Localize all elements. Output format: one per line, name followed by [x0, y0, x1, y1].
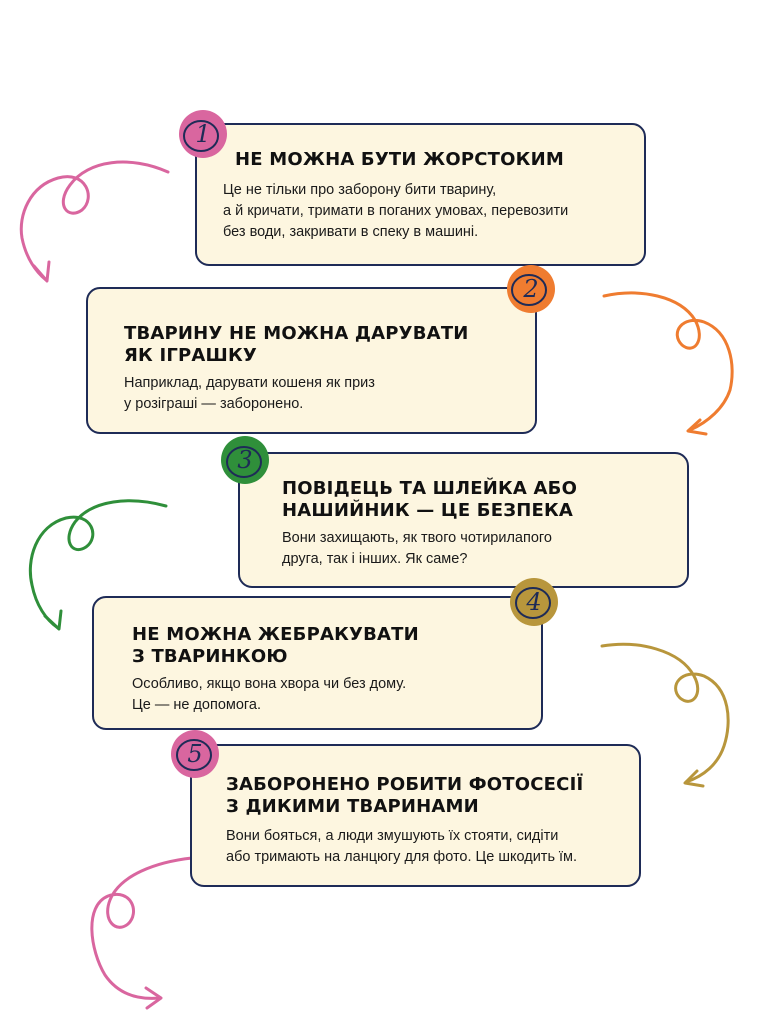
number-badge-3: 3 [221, 436, 269, 484]
rule-title-5: ЗАБОРОНЕНО РОБИТИ ФОТОСЕСІЇ З ДИКИМИ ТВА… [226, 774, 584, 817]
hand-drawn-circle-icon [515, 587, 551, 619]
rule-title-1: НЕ МОЖНА БУТИ ЖОРСТОКИМ [235, 149, 564, 170]
curly-arrow-orange [602, 291, 734, 432]
rule-card-3: ПОВІДЕЦЬ ТА ШЛЕЙКА АБО НАШИЙНИК — ЦЕ БЕЗ… [238, 452, 689, 588]
curly-arrow-pink-top [19, 160, 170, 282]
rule-text-5: Вони бояться, а люди змушують їх стояти,… [226, 828, 578, 865]
rule-text-1: Це не тільки про заборону бити тварину, … [223, 182, 569, 240]
hand-drawn-circle-icon [226, 446, 262, 478]
rule-title-3: ПОВІДЕЦЬ ТА ШЛЕЙКА АБО НАШИЙНИК — ЦЕ БЕЗ… [282, 478, 578, 521]
rule-card-1: НЕ МОЖНА БУТИ ЖОРСТОКИМ Це не тільки про… [195, 123, 646, 266]
rule-text-4: Особливо, якщо вона хвора чи без дому. Ц… [132, 676, 407, 713]
rule-card-2: ТВАРИНУ НЕ МОЖНА ДАРУВАТИ ЯК ІГРАШКУ Нап… [86, 287, 537, 434]
rule-card-5: ЗАБОРОНЕНО РОБИТИ ФОТОСЕСІЇ З ДИКИМИ ТВА… [190, 744, 641, 887]
number-badge-1: 1 [179, 110, 227, 158]
hand-drawn-circle-icon [183, 120, 219, 152]
rule-text-3: Вони захищають, як твого чотирилапого др… [282, 530, 552, 567]
number-badge-4: 4 [510, 578, 558, 626]
hand-drawn-circle-icon [176, 739, 212, 771]
rule-title-4: НЕ МОЖНА ЖЕБРАКУВАТИ З ТВАРИНКОЮ [132, 624, 419, 667]
number-badge-2: 2 [507, 265, 555, 313]
rule-text-2: Наприклад, дарувати кошеня як приз у роз… [124, 375, 375, 412]
hand-drawn-circle-icon [511, 274, 547, 306]
rule-title-2: ТВАРИНУ НЕ МОЖНА ДАРУВАТИ ЯК ІГРАШКУ [124, 323, 469, 366]
curly-arrow-pink-bottom [90, 856, 194, 1000]
number-badge-5: 5 [171, 730, 219, 778]
rule-card-4: НЕ МОЖНА ЖЕБРАКУВАТИ З ТВАРИНКОЮ Особлив… [92, 596, 543, 730]
